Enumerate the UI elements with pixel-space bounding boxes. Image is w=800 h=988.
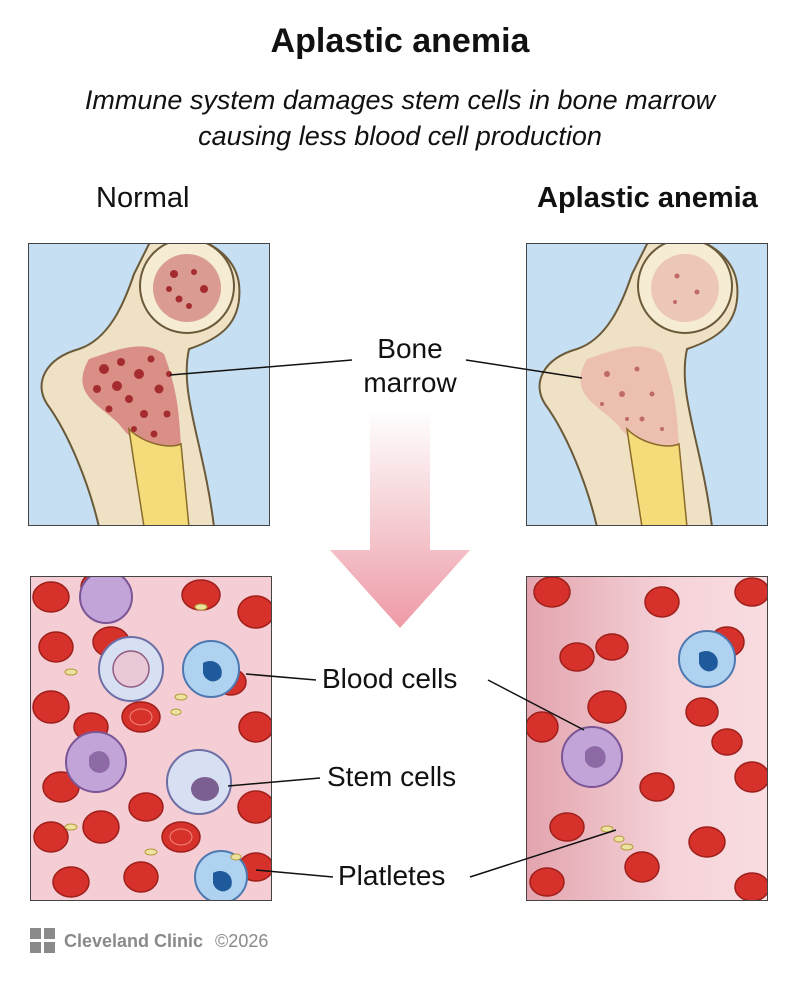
- label-bone-marrow: Bone marrow: [360, 332, 460, 400]
- label-blood-cells: Blood cells: [322, 663, 458, 694]
- platletes-leader-left: [255, 869, 334, 878]
- aplastic-blood-illustration: [527, 577, 767, 900]
- platletes-leader-right: [469, 829, 617, 878]
- normal-bone-illustration: [40, 244, 241, 525]
- label-stem-cells: Stem cells: [327, 761, 457, 792]
- normal-blood-illustration: [32, 577, 271, 900]
- subtitle-line-1: Immune system damages stem cells in bone…: [84, 85, 716, 115]
- column-heading-normal: Normal: [96, 182, 190, 214]
- normal-blood-panel: [30, 576, 272, 901]
- aplastic-bone-panel: [526, 243, 768, 526]
- normal-bone-panel: [28, 243, 270, 526]
- column-heading-aplastic: Aplastic anemia: [537, 182, 758, 214]
- brand-name: Cleveland Clinic: [64, 930, 204, 951]
- blood-cells-leader-right: [487, 679, 585, 731]
- copyright: ©2026: [215, 930, 269, 951]
- diagram-subtitle: Immune system damages stem cells in bone…: [0, 82, 800, 154]
- cleveland-clinic-logo-icon: [30, 928, 56, 954]
- stem-cells-leader: [227, 777, 321, 787]
- bone-marrow-leader-left: [169, 359, 353, 376]
- label-bone-marrow-line-2: marrow: [363, 367, 457, 398]
- aplastic-bone-illustration: [538, 244, 739, 525]
- bone-marrow-leader-right: [465, 359, 583, 379]
- down-arrow-icon: [330, 410, 470, 628]
- subtitle-line-2: causing less blood cell production: [198, 121, 602, 151]
- diagram-title: Aplastic anemia: [270, 22, 530, 60]
- label-platletes: Platletes: [338, 860, 446, 891]
- footer-credit: Cleveland Clinic ©2026: [30, 928, 268, 954]
- aplastic-blood-panel: [526, 576, 768, 901]
- blood-cells-leader-left: [245, 673, 317, 681]
- label-bone-marrow-line-1: Bone: [377, 333, 443, 364]
